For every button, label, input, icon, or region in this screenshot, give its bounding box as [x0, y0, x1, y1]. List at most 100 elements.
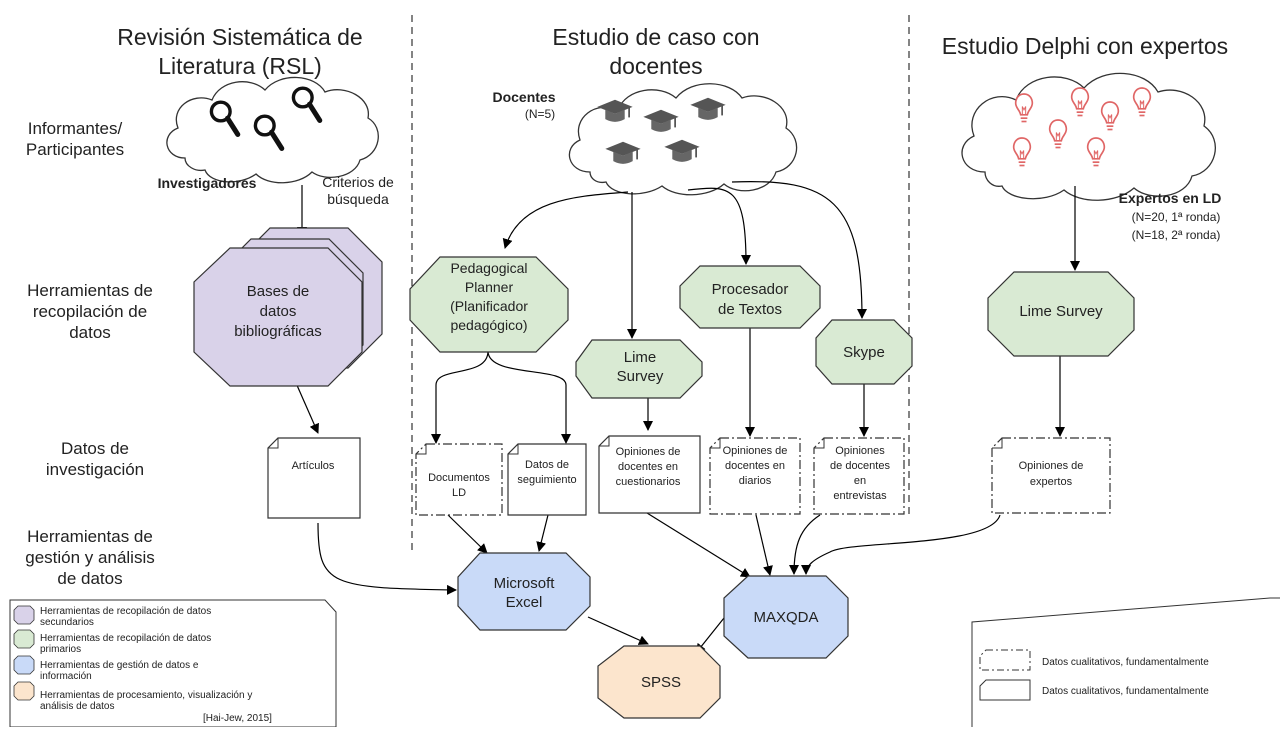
svg-text:docentes en: docentes en — [725, 460, 785, 472]
pedagogical-planner-node: Pedagogical Planner (Planificador pedagó… — [409, 256, 569, 353]
flow-arrows — [295, 180, 1080, 654]
svg-text:Datos cualitativos, fundamenta: Datos cualitativos, fundamentalmente — [1042, 657, 1209, 668]
spss-node: SPSS — [597, 645, 721, 719]
svg-text:Datos de: Datos de — [61, 439, 129, 458]
svg-text:Opiniones de: Opiniones de — [616, 446, 681, 458]
ld-documents-document: Documentos LD — [415, 443, 503, 516]
svg-text:LD: LD — [452, 487, 466, 499]
svg-text:primarios: primarios — [40, 644, 81, 655]
legend-citation: [Hai-Jew, 2015] — [203, 713, 272, 724]
legend-item-management: Herramientas de gestión de datos e infor… — [13, 655, 199, 682]
svg-text:análisis de datos: análisis de datos — [40, 701, 115, 712]
delphi-title: Estudio Delphi con expertos — [942, 33, 1228, 59]
articles-document: Artículos — [267, 437, 361, 519]
experts-cloud — [961, 72, 1216, 201]
svg-text:(Planificador: (Planificador — [450, 298, 528, 314]
svg-text:Participantes: Participantes — [26, 140, 124, 159]
svg-text:Herramientas de recopilación d: Herramientas de recopilación de datos — [40, 633, 211, 644]
microsoft-excel-node: Microsoft Excel — [457, 552, 591, 631]
svg-text:Informantes/: Informantes/ — [28, 119, 123, 138]
svg-text:entrevistas: entrevistas — [833, 490, 887, 502]
questionnaire-opinions-document: Opiniones de docentes en cuestionarios — [598, 435, 701, 514]
svg-text:de docentes: de docentes — [830, 460, 890, 472]
svg-text:recopilación de: recopilación de — [33, 302, 147, 321]
svg-text:Lime Survey: Lime Survey — [1019, 303, 1103, 320]
svg-text:datos: datos — [69, 323, 111, 342]
rsl-title-line1: Revisión Sistemática de — [117, 24, 362, 50]
teachers-n: (N=5) — [525, 107, 555, 121]
legend-solid-document: Datos cualitativos, fundamentalmente — [979, 679, 1209, 701]
svg-text:MAXQDA: MAXQDA — [753, 609, 818, 626]
svg-text:SPSS: SPSS — [641, 674, 681, 691]
rsl-title-line2: Literatura (RSL) — [158, 53, 322, 79]
experts-n-round1: (N=20, 1ª ronda) — [1132, 210, 1221, 224]
svg-text:Microsoft: Microsoft — [494, 575, 556, 592]
svg-text:en: en — [854, 475, 866, 487]
legend-dashed-document: Datos cualitativos, fundamentalmente — [979, 649, 1209, 671]
svg-text:pedagógico): pedagógico) — [450, 317, 527, 333]
svg-text:secundarios: secundarios — [40, 617, 94, 628]
teachers-cloud — [568, 83, 798, 196]
experts-label: Expertos en LD — [1119, 190, 1222, 206]
svg-text:docentes en: docentes en — [618, 461, 678, 473]
interview-opinions-document: Opiniones de docentes en entrevistas — [813, 437, 905, 515]
svg-text:cuestionarios: cuestionarios — [616, 476, 681, 488]
svg-text:Documentos: Documentos — [428, 472, 490, 484]
svg-text:bibliográficas: bibliográficas — [234, 323, 322, 340]
row-label-tools: Herramientas de recopilación de datos — [27, 281, 153, 342]
svg-text:expertos: expertos — [1030, 476, 1073, 488]
search-criteria-label: Criterios de búsqueda — [322, 174, 394, 207]
svg-text:Herramientas de procesamiento,: Herramientas de procesamiento, visualiza… — [40, 690, 252, 701]
svg-text:Datos de: Datos de — [525, 459, 569, 471]
svg-text:Skype: Skype — [843, 344, 885, 361]
svg-text:Procesador: Procesador — [712, 281, 789, 298]
svg-text:Herramientas de gestión de dat: Herramientas de gestión de datos e — [40, 660, 199, 671]
data-type-legend: Datos cualitativos, fundamentalmente Dat… — [971, 597, 1280, 727]
svg-text:Herramientas de: Herramientas de — [27, 527, 153, 546]
svg-text:de Textos: de Textos — [718, 301, 782, 318]
tracking-data-document: Datos de seguimiento — [507, 443, 587, 516]
svg-text:Herramientas de: Herramientas de — [27, 281, 153, 300]
svg-text:Datos cualitativos, fundamenta: Datos cualitativos, fundamentalmente — [1042, 686, 1209, 697]
case-title-line2: docentes — [609, 53, 702, 79]
legend-item-primary: Herramientas de recopilación de datos pr… — [13, 629, 211, 655]
svg-text:diarios: diarios — [739, 475, 772, 487]
svg-text:investigación: investigación — [46, 460, 144, 479]
svg-text:Opiniones de: Opiniones de — [1019, 460, 1084, 472]
experts-n-round2: (N=18, 2ª ronda) — [1132, 228, 1221, 242]
legend-item-processing: Herramientas de procesamiento, visualiza… — [13, 681, 252, 712]
researchers-label: Investigadores — [158, 175, 257, 191]
expert-opinions-document: Opiniones de expertos — [991, 437, 1111, 514]
svg-text:Opiniones: Opiniones — [835, 445, 885, 457]
svg-text:gestión y análisis: gestión y análisis — [25, 548, 154, 567]
svg-text:Opiniones de: Opiniones de — [723, 445, 788, 457]
svg-text:Excel: Excel — [506, 594, 543, 611]
svg-text:información: información — [40, 671, 92, 682]
svg-text:Criterios de: Criterios de — [322, 174, 394, 190]
color-legend: Herramientas de recopilación de datos se… — [9, 599, 337, 728]
svg-text:Planner: Planner — [465, 279, 514, 295]
svg-text:Survey: Survey — [617, 368, 664, 385]
svg-text:Bases de: Bases de — [247, 283, 310, 300]
researchers-cloud — [166, 76, 379, 184]
row-label-data: Datos de investigación — [46, 439, 144, 479]
lime-survey-delphi-node: Lime Survey — [987, 271, 1135, 357]
diary-opinions-document: Opiniones de docentes en diarios — [709, 437, 801, 515]
row-label-analysis: Herramientas de gestión y análisis de da… — [25, 527, 154, 588]
svg-text:búsqueda: búsqueda — [327, 191, 389, 207]
svg-text:Pedagogical: Pedagogical — [450, 260, 527, 276]
svg-text:datos: datos — [260, 303, 297, 320]
skype-node: Skype — [815, 319, 913, 385]
word-processor-node: Procesador de Textos — [679, 265, 821, 329]
bibliographic-databases-node: Bases de datos bibliográficas — [193, 227, 383, 387]
case-title-line1: Estudio de caso con — [552, 24, 759, 50]
svg-text:de datos: de datos — [57, 569, 122, 588]
lime-survey-case-node: Lime Survey — [575, 339, 703, 399]
svg-text:Lime: Lime — [624, 349, 657, 366]
teachers-label: Docentes — [492, 89, 555, 105]
row-label-informants: Informantes/ Participantes — [26, 119, 124, 159]
legend-item-secondary: Herramientas de recopilación de datos se… — [13, 605, 211, 628]
maxqda-node: MAXQDA — [723, 575, 849, 659]
svg-text:Artículos: Artículos — [292, 460, 335, 472]
